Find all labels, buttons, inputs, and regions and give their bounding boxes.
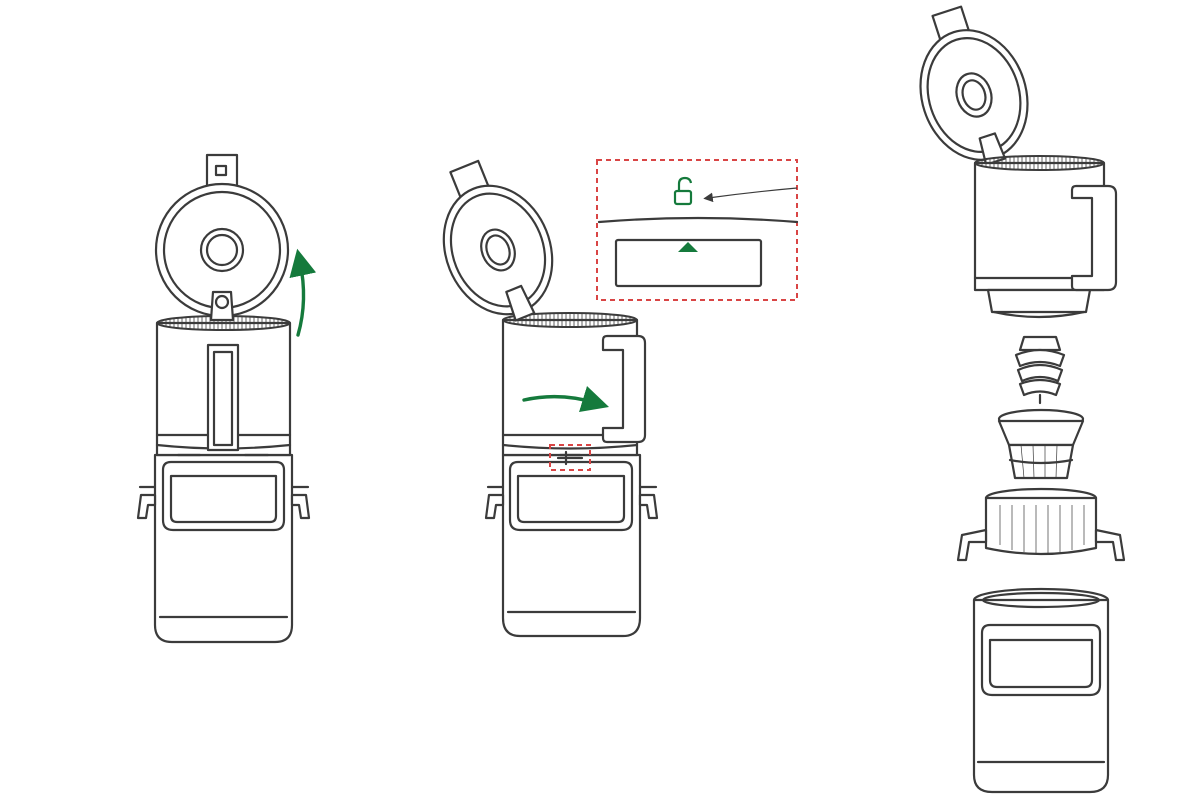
unlock-icon <box>673 176 693 206</box>
strainer <box>997 408 1085 480</box>
figure-step-3 <box>919 5 1126 794</box>
motor-base <box>136 453 311 644</box>
rotate-up-arrow <box>289 248 317 337</box>
juicing-bowl <box>501 312 647 457</box>
pointer-arrow <box>703 187 798 203</box>
motor-base <box>484 453 659 638</box>
figure-step-2 <box>442 159 799 638</box>
lid-open <box>154 153 290 322</box>
lock-marker <box>556 450 584 466</box>
juicing-bowl <box>155 315 292 457</box>
up-triangle-icon <box>678 242 698 252</box>
rotating-brush-holder <box>956 487 1126 562</box>
juicing-bowl <box>973 155 1118 319</box>
figure-step-1 <box>136 153 317 644</box>
auger <box>1014 335 1066 405</box>
motor-base <box>972 587 1110 794</box>
turn-right-arrow <box>522 386 610 413</box>
callout-target-box <box>549 444 591 471</box>
unlock-callout <box>596 159 799 301</box>
lid-open <box>442 159 554 322</box>
lid <box>919 5 1029 166</box>
